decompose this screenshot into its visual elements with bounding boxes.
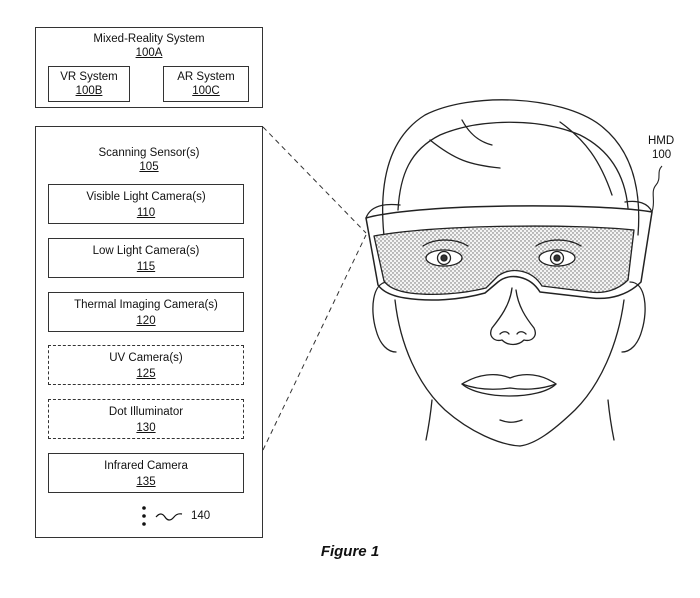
neck-right bbox=[607, 399, 615, 441]
mixed-reality-system-box: Mixed-Reality System 100A VR System 100B… bbox=[35, 27, 263, 108]
scanning-sensors-ref: 105 bbox=[139, 161, 159, 173]
chin bbox=[499, 419, 523, 423]
low-light-camera-box: Low Light Camera(s) 115 bbox=[48, 238, 244, 278]
uv-camera-ref: 125 bbox=[136, 368, 156, 380]
infrared-camera-label: Infrared Camera bbox=[104, 460, 188, 472]
ref-140-leader bbox=[155, 513, 183, 521]
callout-line-top bbox=[262, 126, 367, 234]
callout-line-bottom bbox=[262, 234, 367, 451]
ear-left bbox=[372, 281, 397, 353]
vr-system-box: VR System 100B bbox=[48, 66, 130, 102]
hair-line-1 bbox=[397, 121, 629, 211]
visible-light-camera-label: Visible Light Camera(s) bbox=[86, 191, 206, 203]
ar-system-ref: 100C bbox=[192, 85, 220, 97]
dot-illuminator-ref: 130 bbox=[136, 422, 156, 434]
hmd-lens bbox=[373, 225, 635, 296]
dot-illuminator-label: Dot Illuminator bbox=[108, 406, 184, 418]
ar-system-label: AR System bbox=[177, 71, 235, 83]
thermal-imaging-camera-ref: 120 bbox=[136, 315, 156, 327]
hmd-frame bbox=[365, 205, 653, 301]
face-right bbox=[519, 299, 625, 447]
more-sensors-ellipsis bbox=[142, 506, 146, 526]
mouth-lower bbox=[461, 383, 557, 397]
hair-line-3 bbox=[559, 121, 613, 196]
mouth-upper bbox=[461, 373, 557, 390]
ref-140-label: 140 bbox=[191, 510, 211, 522]
thermal-imaging-camera-box: Thermal Imaging Camera(s) 120 bbox=[48, 292, 244, 332]
mixed-reality-system-label: Mixed-Reality System bbox=[93, 33, 205, 45]
scanning-sensors-label: Scanning Sensor(s) bbox=[98, 147, 200, 159]
thermal-imaging-camera-label: Thermal Imaging Camera(s) bbox=[74, 299, 218, 311]
visible-light-camera-ref: 110 bbox=[136, 207, 156, 219]
head-drawing bbox=[365, 99, 653, 447]
visible-light-camera-box: Visible Light Camera(s) 110 bbox=[48, 184, 244, 224]
ear-right bbox=[621, 281, 646, 353]
brow-right bbox=[535, 239, 582, 247]
face-left bbox=[394, 299, 521, 447]
vr-system-label: VR System bbox=[60, 71, 118, 83]
head-outline bbox=[381, 99, 640, 246]
hmd-leader-line bbox=[651, 165, 663, 213]
vr-system-ref: 100B bbox=[75, 85, 103, 97]
neck-left bbox=[425, 399, 433, 441]
figure-caption: Figure 1 bbox=[320, 543, 380, 560]
hmd-ref: 100 bbox=[652, 149, 672, 161]
hmd-strap bbox=[365, 200, 653, 219]
nose bbox=[490, 287, 536, 346]
infrared-camera-ref: 135 bbox=[136, 476, 156, 488]
hair-line-4 bbox=[461, 119, 493, 146]
mixed-reality-system-ref: 100A bbox=[135, 47, 163, 59]
pupil-left bbox=[440, 254, 448, 262]
ar-system-box: AR System 100C bbox=[163, 66, 249, 102]
pupil-right bbox=[553, 254, 561, 262]
dot-illuminator-box: Dot Illuminator 130 bbox=[48, 399, 244, 439]
infrared-camera-box: Infrared Camera 135 bbox=[48, 453, 244, 493]
low-light-camera-ref: 115 bbox=[136, 261, 156, 273]
uv-camera-label: UV Camera(s) bbox=[109, 352, 183, 364]
brow-left bbox=[422, 239, 469, 247]
nostrils bbox=[499, 331, 527, 335]
low-light-camera-label: Low Light Camera(s) bbox=[92, 245, 200, 257]
uv-camera-box: UV Camera(s) 125 bbox=[48, 345, 244, 385]
hmd-label: HMD bbox=[648, 135, 675, 147]
hair-line-2 bbox=[429, 139, 501, 169]
